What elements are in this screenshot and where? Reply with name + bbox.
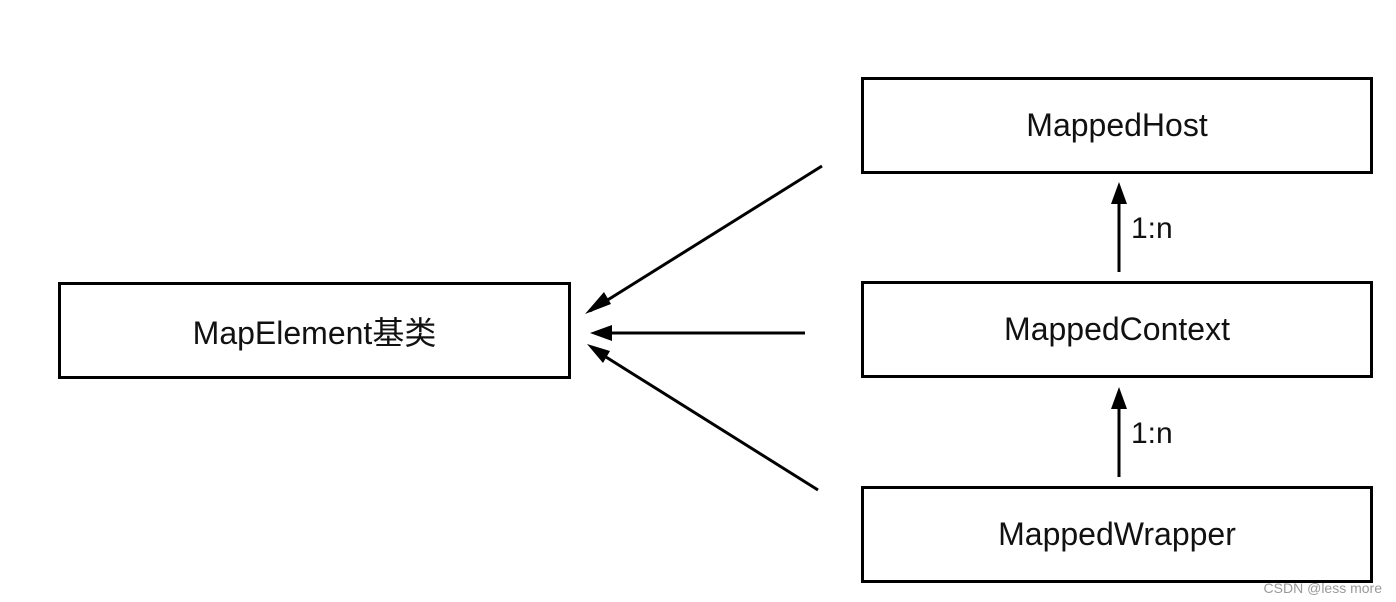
node-mapelement-base-label: MapElement基类 [192,314,437,351]
watermark: CSDN @less more [1263,580,1382,596]
arrowhead-host-to-base [585,292,611,314]
arrowhead-context-to-host [1111,182,1127,204]
node-mapped-wrapper: MappedWrapper [861,486,1373,583]
node-mapped-context-label: MappedContext [1004,311,1230,347]
node-mapped-wrapper-label: MappedWrapper [998,516,1236,552]
arrowhead-wrapper-to-base [587,344,610,363]
edge-wrapper-to-base [597,350,819,492]
edge-label-context-to-host: 1:n [1131,212,1173,245]
node-mapped-host: MappedHost [861,77,1373,174]
node-mapped-context: MappedContext [861,281,1373,378]
arrowhead-wrapper-to-context [1111,387,1127,409]
node-mapped-host-label: MappedHost [1026,107,1208,143]
edge-host-to-base [589,164,823,313]
node-mapelement-base: MapElement基类 [58,282,571,379]
edge-label-wrapper-to-context: 1:n [1131,417,1173,450]
arrowhead-context-to-base [590,325,612,341]
